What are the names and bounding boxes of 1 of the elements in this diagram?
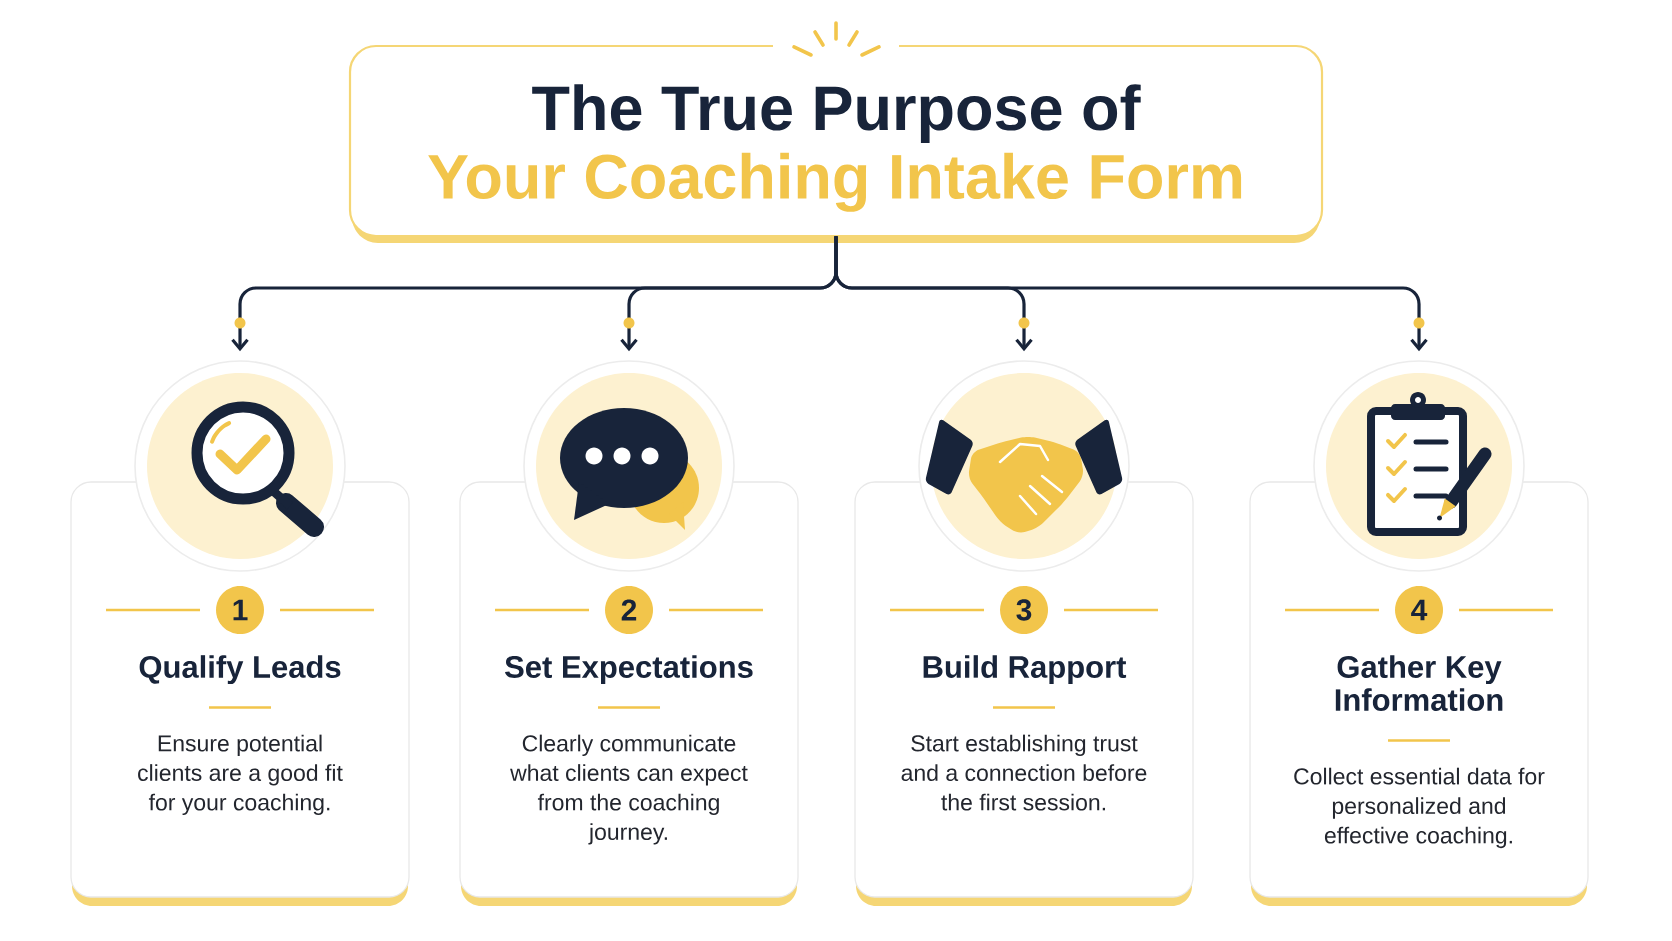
connector-arrow: [834, 236, 1428, 352]
